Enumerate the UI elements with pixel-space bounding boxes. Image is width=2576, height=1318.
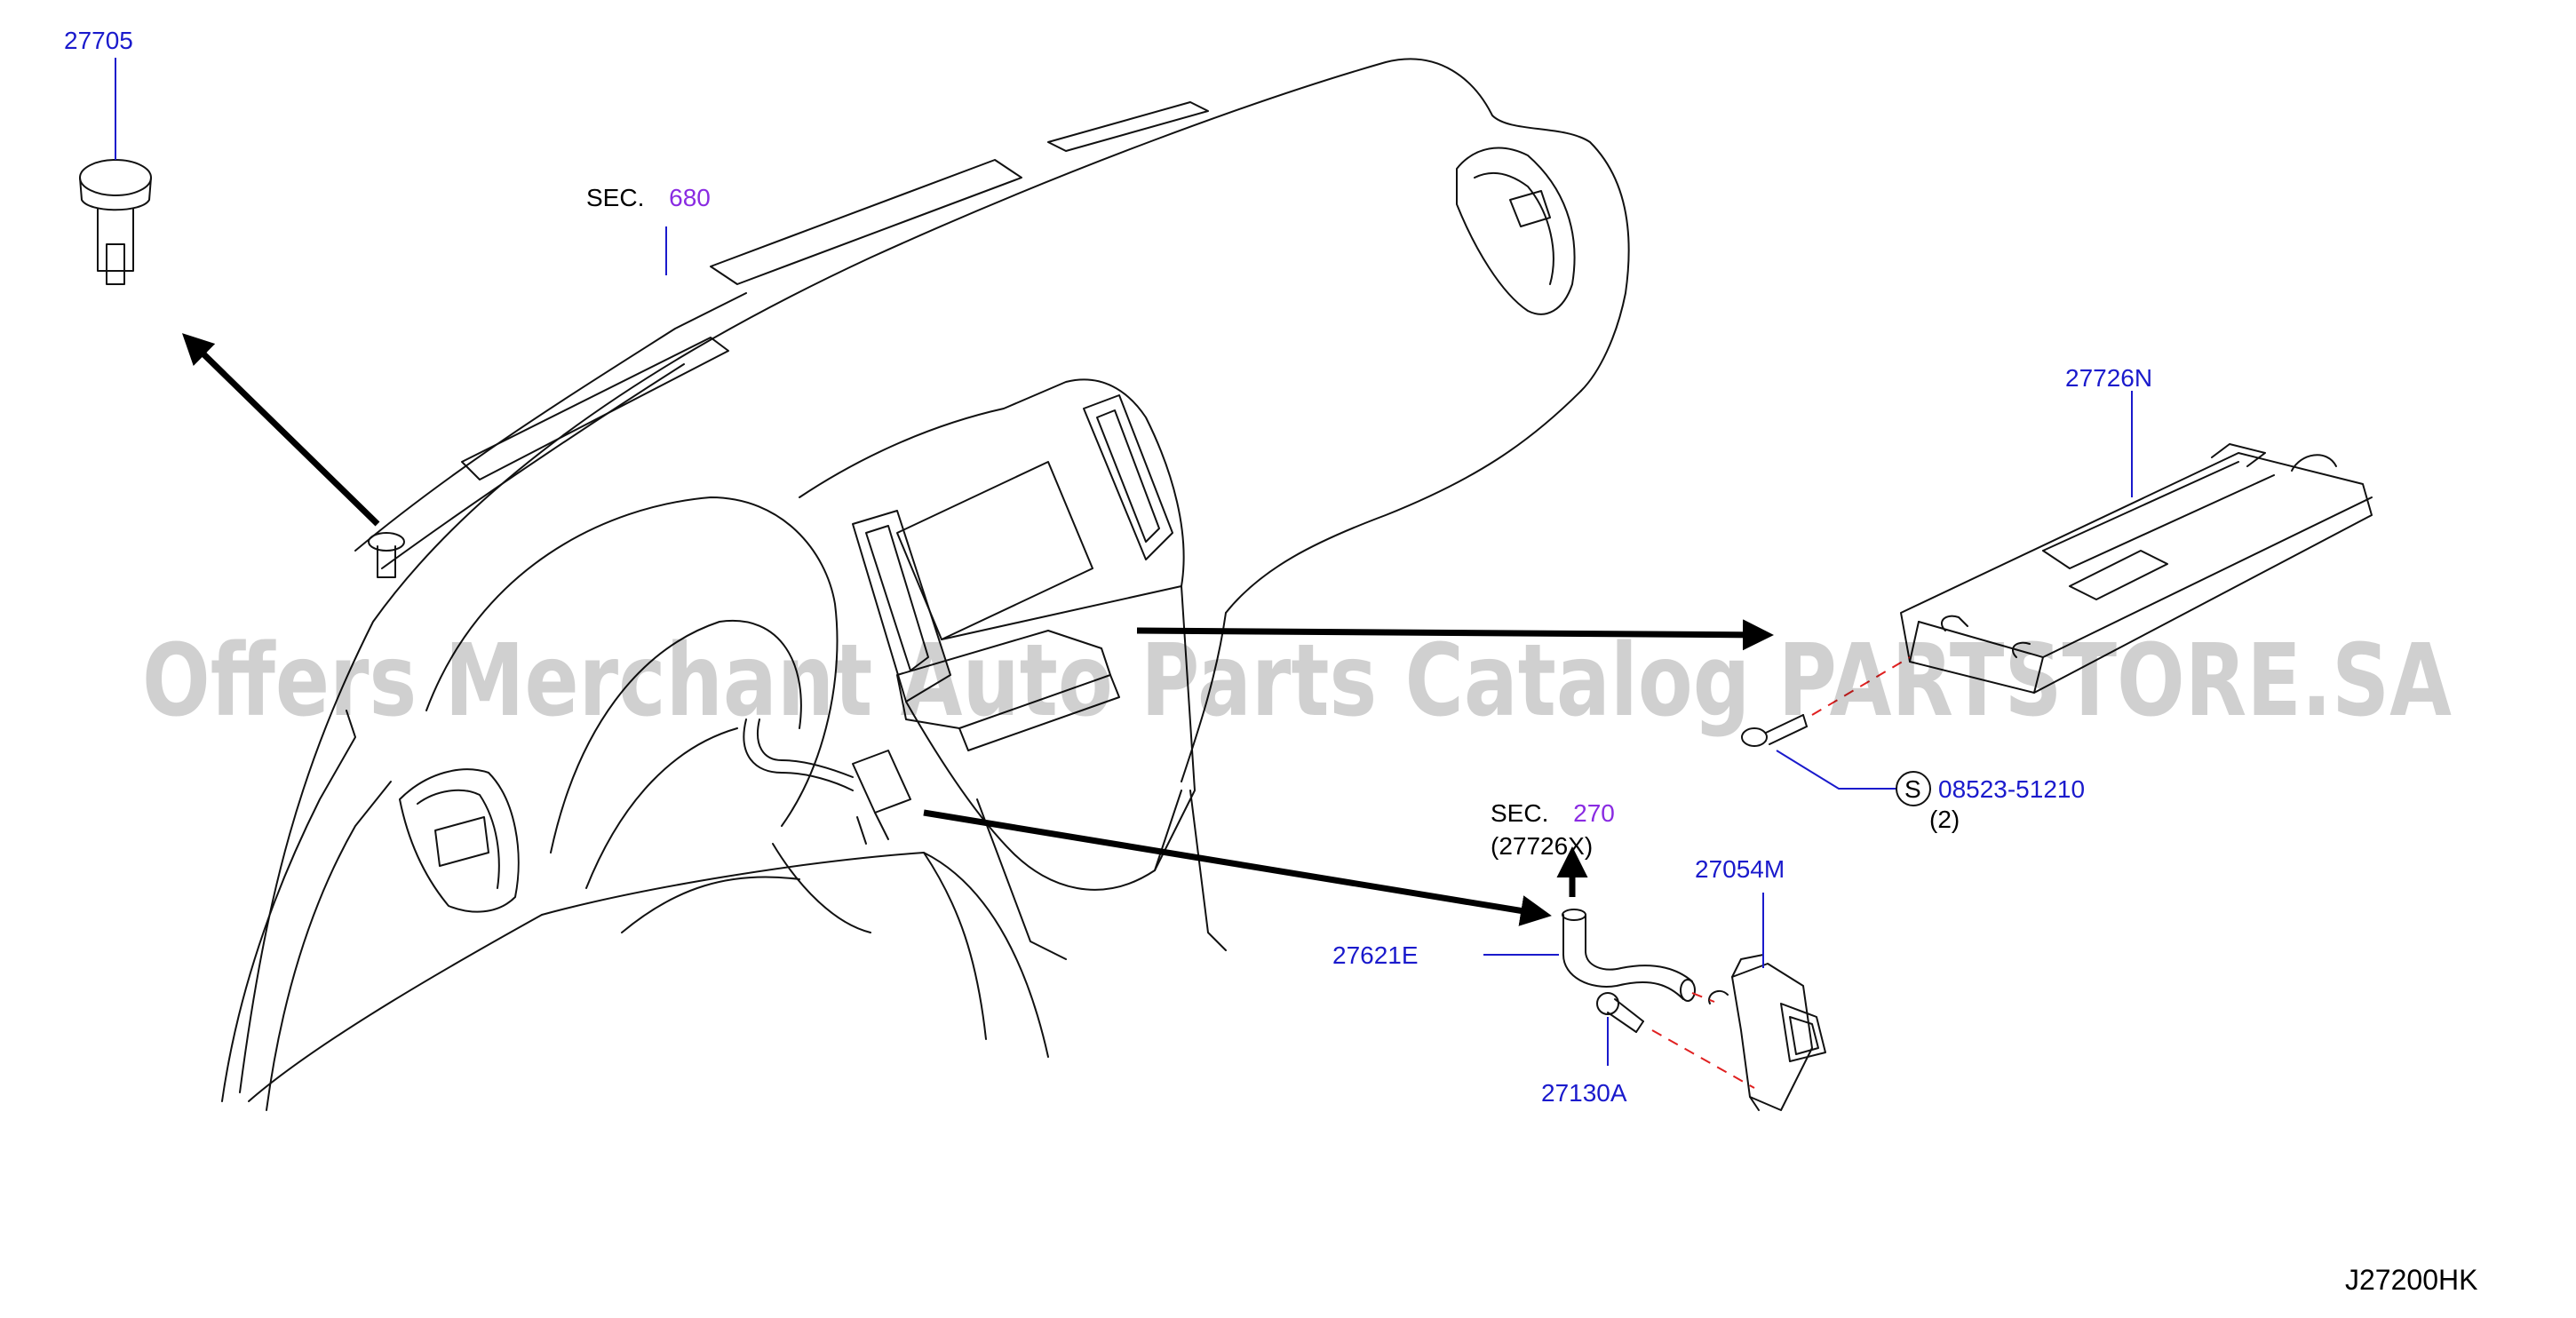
section-number-680[interactable]: 680 — [669, 184, 711, 211]
section-note-270: (27726X) — [1491, 832, 1593, 860]
section-label-680[interactable]: SEC. 680 — [586, 184, 711, 211]
clip-27705-drawing — [79, 159, 152, 285]
arrow-to-module — [1136, 619, 1774, 651]
section-label-270[interactable]: SEC. 270 — [1491, 799, 1615, 827]
part-label-27130A[interactable]: 27130A — [1541, 1079, 1627, 1107]
arrow-to-hose — [923, 809, 1552, 926]
part-label-27705[interactable]: 27705 — [64, 27, 133, 54]
screw-08523-drawing — [1741, 714, 1808, 747]
module-27726N-drawing — [1900, 443, 2373, 694]
dashboard-drawing — [221, 58, 1630, 1111]
dash-line-screw — [1811, 656, 1911, 716]
screw-27130A-drawing — [1596, 992, 1644, 1033]
part-label-27726N[interactable]: 27726N — [2065, 364, 2152, 392]
diagram-code: J27200HK — [2345, 1264, 2477, 1296]
arrow-to-clip — [181, 333, 380, 527]
part-label-08523[interactable]: 08523-51210 — [1938, 775, 2085, 803]
dash-line-27130A — [1651, 1029, 1755, 1089]
section-prefix-680: SEC. — [586, 184, 644, 211]
part-label-27621E[interactable]: 27621E — [1332, 941, 1419, 969]
aspirator-27054M-drawing — [1708, 954, 1826, 1111]
leader-08523 — [1776, 750, 1896, 790]
section-number-270[interactable]: 270 — [1573, 799, 1615, 827]
section-prefix-270: SEC. — [1491, 799, 1548, 827]
part-qty-08523: (2) — [1929, 806, 1960, 833]
s-symbol-circle — [1896, 771, 1931, 806]
part-label-27054M[interactable]: 27054M — [1695, 855, 1785, 883]
hose-27621E-drawing — [1562, 909, 1696, 1002]
s-symbol: S — [1904, 775, 1921, 803]
dash-line-27054M — [1691, 992, 1715, 1003]
watermark: Offers Merchant Auto Parts Catalog PARTS… — [142, 623, 2452, 739]
